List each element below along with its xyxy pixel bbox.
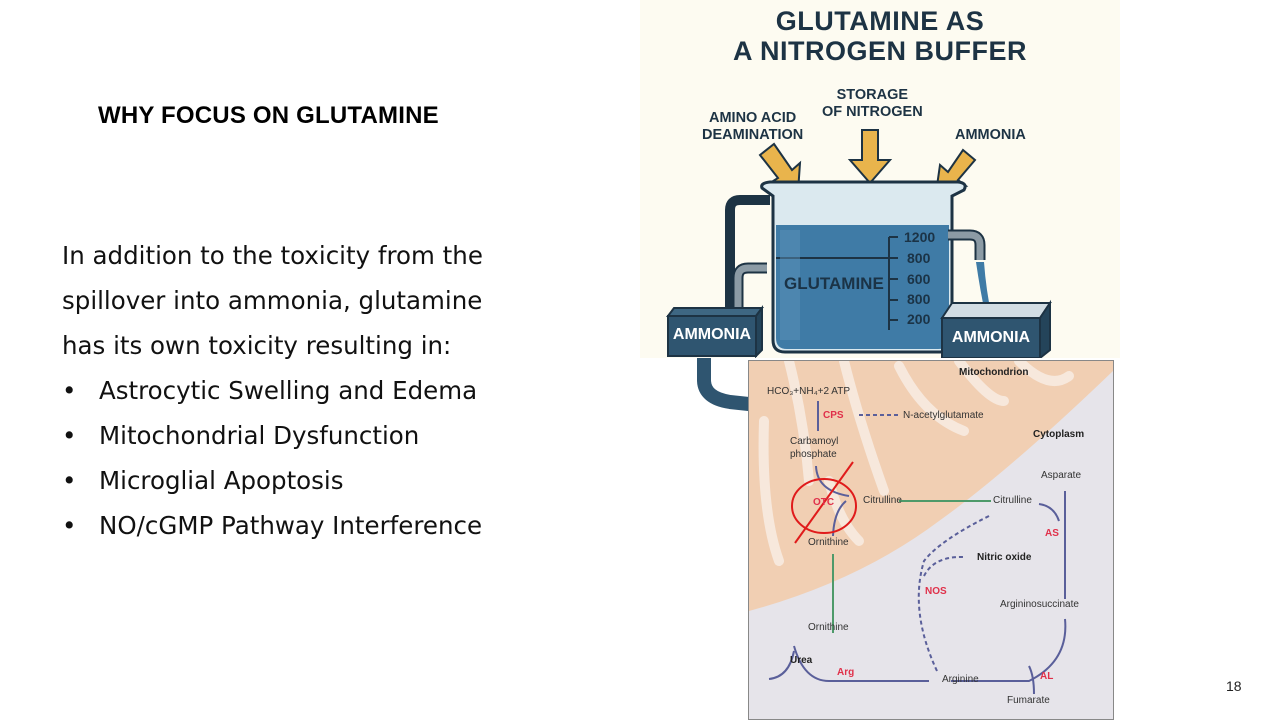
arrow-left-icon [758,142,802,194]
label-as: AS [1045,528,1059,539]
label-ammonia-input: AMMONIA [955,127,1026,143]
infographic-title-line: GLUTAMINE AS [775,6,985,36]
bullet-icon: • [62,376,77,405]
label-line: OF NITROGEN [822,104,923,120]
label-storage-of-nitrogen: STORAGE OF NITROGEN [822,87,923,121]
nitrogen-buffer-infographic: GLUTAMINE AS A NITROGEN BUFFER AMINO ACI… [640,0,1120,358]
ammonia-box-left-label: AMMONIA [672,326,752,343]
bullet-item: • NO/cGMP Pathway Interference [62,503,622,548]
label-otc: OTC [813,497,835,508]
label-asparate: Asparate [1041,470,1082,481]
otc-blocked-icon [791,461,857,544]
label-line: DEAMINATION [702,127,804,143]
bullet-text: NO/cGMP Pathway Interference [99,511,483,540]
label-ornithine-mito: Ornithine [808,537,849,548]
bullet-icon: • [62,421,77,450]
label-al: AL [1040,671,1054,682]
scale-mark: 800 [907,291,931,307]
label-arginine: Arginine [942,674,979,685]
slide-body: In addition to the toxicity from the spi… [62,233,622,548]
bullet-text: Astrocytic Swelling and Edema [99,376,478,405]
label-n-acetylglutamate: N-acetylglutamate [903,410,984,421]
bullet-icon: • [62,466,77,495]
scale-mark: 600 [907,271,931,287]
bullet-text: Mitochondrial Dysfunction [99,421,420,450]
label-nos: NOS [925,586,947,597]
intro-line: In addition to the toxicity from the [62,241,483,270]
label-urea: Urea [790,655,813,666]
bullet-icon: • [62,511,77,540]
bullet-item: • Mitochondrial Dysfunction [62,413,622,458]
urea-cycle-artwork [749,361,1113,695]
label-cytoplasm: Cytoplasm [1033,429,1085,440]
label-nitric-oxide: Nitric oxide [977,552,1032,563]
label-substrate: HCO₃+NH₄+2 ATP [767,386,850,397]
label-phosphate: phosphate [790,449,837,460]
ammonia-box-left [666,305,764,358]
infographic-title: GLUTAMINE AS A NITROGEN BUFFER [640,6,1120,66]
label-line: AMINO ACID [708,110,797,126]
label-citrulline-cyto: Citrulline [993,495,1032,506]
infographic-title-line: A NITROGEN BUFFER [733,36,1027,66]
intro-line: spillover into ammonia, glutamine [62,286,483,315]
bullet-item: • Microglial Apoptosis [62,458,622,503]
label-fumarate: Fumarate [1007,695,1050,706]
bullet-text: Microglial Apoptosis [99,466,344,495]
ammonia-box-right-label: AMMONIA [951,329,1031,346]
mitochondrion-region [749,361,1113,611]
intro-line: has its own toxicity resulting in: [62,331,452,360]
label-argininosuccinate: Argininosuccinate [1000,599,1079,610]
label-citrulline-mito: Citrulline [863,495,902,506]
beaker-icon [760,180,967,354]
urea-cycle-diagram: Mitochondrion Cytoplasm HCO₃+NH₄+2 ATP C… [748,360,1114,720]
slide-title: WHY FOCUS ON GLUTAMINE [98,102,439,129]
label-ornithine-cyto: Ornithine [808,622,849,633]
bullet-list: • Astrocytic Swelling and Edema • Mitochon… [62,368,622,548]
beaker-label: GLUTAMINE [784,274,884,293]
scale-mark: 800 [907,250,931,266]
measurement-scale [888,236,898,330]
bullet-item: • Astrocytic Swelling and Edema [62,368,622,413]
scale-mark: 200 [907,311,931,327]
label-arg: Arg [837,667,855,678]
slide-number: 18 [1226,678,1242,694]
arrow-center-icon [847,129,893,185]
label-mitochondrion: Mitochondrion [959,367,1029,378]
label-carbamoyl: Carbamoyl [790,436,839,447]
label-amino-acid-deamination: AMINO ACID DEAMINATION [702,110,803,144]
ammonia-box-right [940,299,1052,358]
beaker-illustration [666,129,1052,358]
cristae [758,361,1074,566]
scale-mark: 1200 [904,229,936,245]
label-line: STORAGE [836,87,909,103]
label-cps: CPS [823,410,844,421]
